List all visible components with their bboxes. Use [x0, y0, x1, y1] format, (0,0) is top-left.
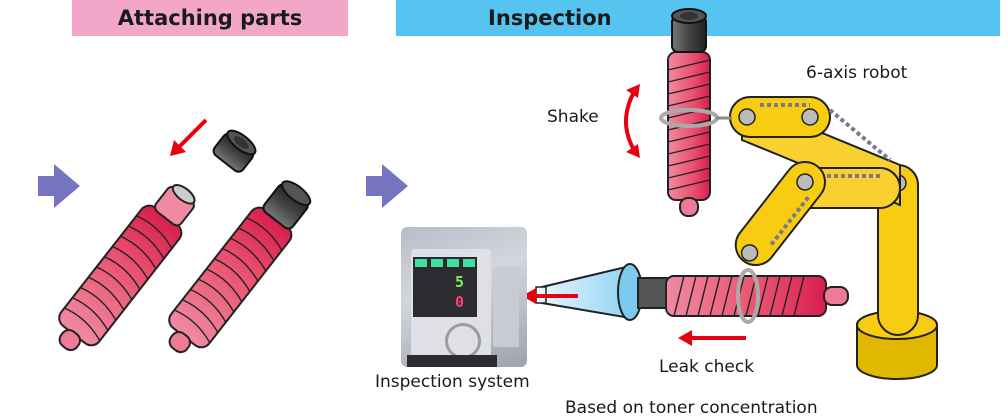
inspection-title: Inspection — [488, 6, 612, 30]
toner-bottle-open — [58, 183, 196, 352]
flow-arrow-1 — [38, 164, 80, 208]
shake-label: Shake — [547, 107, 599, 127]
shake-arrow-head-bottom — [626, 144, 640, 158]
toner-bottle-shaking — [659, 8, 732, 217]
attach-arrow — [176, 118, 208, 150]
attach-arrow-head — [170, 140, 186, 156]
flow-arrow-2 — [366, 164, 408, 208]
based-on-label: Based on toner concentration — [565, 398, 818, 418]
shake-arrow-head-top — [626, 84, 640, 98]
bottle-cap — [212, 129, 257, 173]
leak-check-label: Leak check — [659, 357, 755, 377]
inspection-system-label: Inspection system — [375, 372, 530, 392]
robot-label: 6-axis robot — [806, 63, 908, 83]
leak-check-arrow-head — [678, 330, 692, 346]
six-axis-robot — [729, 96, 938, 380]
shake-arrow-icon — [624, 91, 636, 151]
leak-arrow-head — [522, 288, 536, 304]
inspection-system-photo: 5 0 — [401, 227, 527, 367]
attaching-parts-banner: Attaching parts — [72, 0, 348, 36]
toner-bottle-capped — [168, 180, 312, 354]
attaching-parts-title: Attaching parts — [117, 6, 303, 30]
toner-bottle-leak-check — [535, 263, 849, 324]
display-top-value: 5 — [455, 273, 465, 291]
display-bottom-value: 0 — [455, 293, 465, 311]
